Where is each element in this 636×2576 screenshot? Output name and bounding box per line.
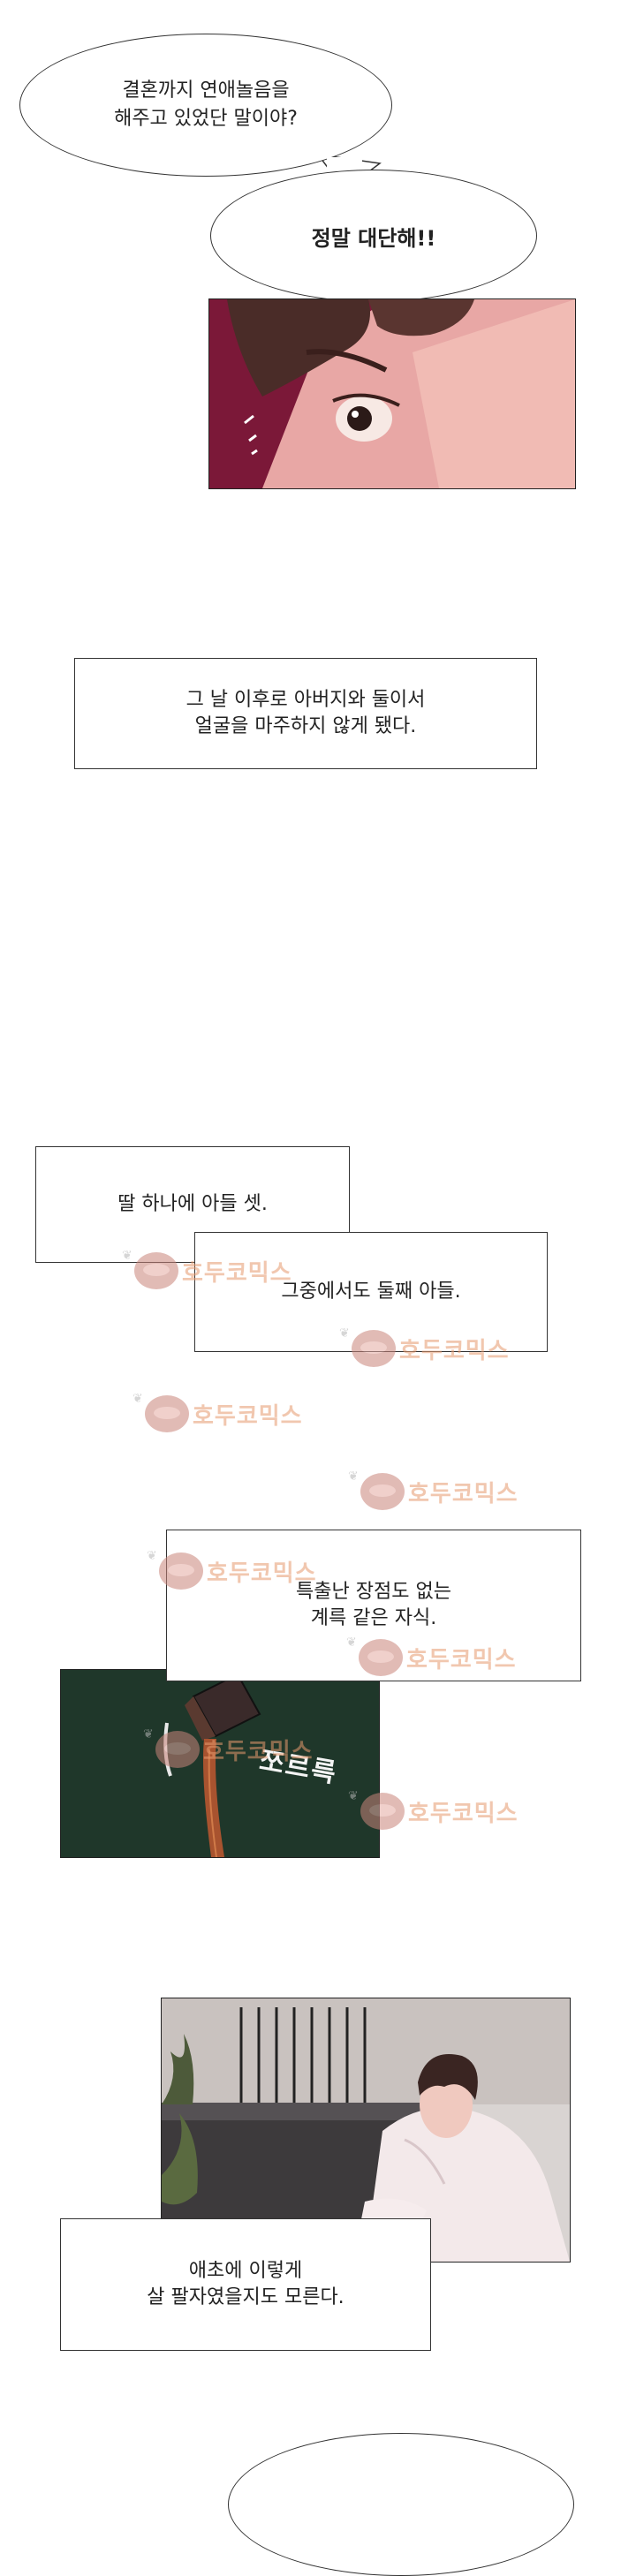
watermark-walnut-icon [360, 1793, 405, 1830]
panel-pouring-liquid: 쪼르륵 [60, 1669, 380, 1858]
watermark-walnut-icon [360, 1473, 405, 1510]
watermark-walnut-icon [352, 1330, 396, 1367]
man-at-piano-illustration [162, 1998, 570, 2262]
watermark-walnut-icon [145, 1395, 189, 1432]
narration-box-2-text: 딸 하나에 아들 셋. [117, 1193, 268, 1215]
watermark-sprout-icon: ❦ [348, 1789, 359, 1803]
watermark-text: 호두코믹스 [207, 1560, 317, 1587]
narration-box-1-text: 그 날 이후로 아버지와 둘이서 얼굴을 마주하지 않게 됐다. [186, 689, 426, 737]
watermark-text: 호두코믹스 [203, 1738, 314, 1765]
watermark-text: 호두코믹스 [406, 1646, 517, 1673]
watermark-text: 호두코믹스 [182, 1259, 292, 1287]
watermark-sprout-icon: ❦ [143, 1727, 154, 1741]
speech-bubble-1: 결혼까지 연애놀음을 해주고 있었단 말이야? [19, 34, 392, 177]
narration-box-5-text: 애초에 이렇게 살 팔자였을지도 모른다. [147, 2260, 344, 2308]
watermark-sprout-icon: ❦ [346, 1635, 357, 1650]
narration-box-4-text: 특출난 장점도 없는 계륵 같은 자식. [296, 1581, 451, 1629]
watermark-text: 호두코믹스 [408, 1480, 519, 1507]
watermark-walnut-icon [134, 1252, 178, 1289]
watermark-8: ❦ 호두코믹스 [348, 1789, 519, 1830]
speech-bubble-2-text: 정말 대단해!! [311, 225, 436, 251]
speech-bubble-1-text: 결혼까지 연애놀음을 해주고 있었단 말이야? [114, 79, 298, 130]
watermark-sprout-icon: ❦ [147, 1549, 157, 1563]
watermark-text: 호두코믹스 [408, 1800, 519, 1827]
watermark-4: ❦ 호두코믹스 [348, 1469, 519, 1510]
narration-box-1: 그 날 이후로 아버지와 둘이서 얼굴을 마주하지 않게 됐다. [74, 658, 537, 769]
watermark-sprout-icon: ❦ [122, 1249, 132, 1263]
face-closeup-illustration [209, 299, 575, 488]
watermark-sprout-icon: ❦ [339, 1326, 350, 1341]
speech-bubble-partial-bottom [228, 2433, 574, 2576]
watermark-sprout-icon: ❦ [132, 1392, 143, 1406]
watermark-sprout-icon: ❦ [348, 1469, 359, 1484]
pouring-liquid-illustration [61, 1670, 379, 1857]
watermark-text: 호두코믹스 [399, 1337, 510, 1364]
watermark-text: 호두코믹스 [193, 1402, 303, 1430]
watermark-5: ❦ 호두코믹스 [147, 1549, 317, 1590]
speech-bubble-2: 정말 대단해!! [210, 170, 537, 302]
narration-box-5: 애초에 이렇게 살 팔자였을지도 모른다. [60, 2218, 431, 2351]
panel-man-at-piano [161, 1998, 571, 2262]
panel-face-closeup [208, 298, 576, 489]
watermark-2: ❦ 호두코믹스 [339, 1326, 510, 1367]
watermark-7: ❦ 호두코믹스 [143, 1727, 314, 1768]
narration-box-3: 그중에서도 둘째 아들. [194, 1232, 548, 1352]
narration-box-3-text: 그중에서도 둘째 아들. [281, 1280, 461, 1303]
watermark-6: ❦ 호두코믹스 [346, 1635, 517, 1676]
watermark-walnut-icon [159, 1552, 203, 1590]
watermark-1: ❦ 호두코믹스 [122, 1249, 292, 1289]
watermark-walnut-icon [359, 1639, 403, 1676]
watermark-3: ❦ 호두코믹스 [132, 1392, 303, 1432]
watermark-walnut-icon [155, 1731, 200, 1768]
